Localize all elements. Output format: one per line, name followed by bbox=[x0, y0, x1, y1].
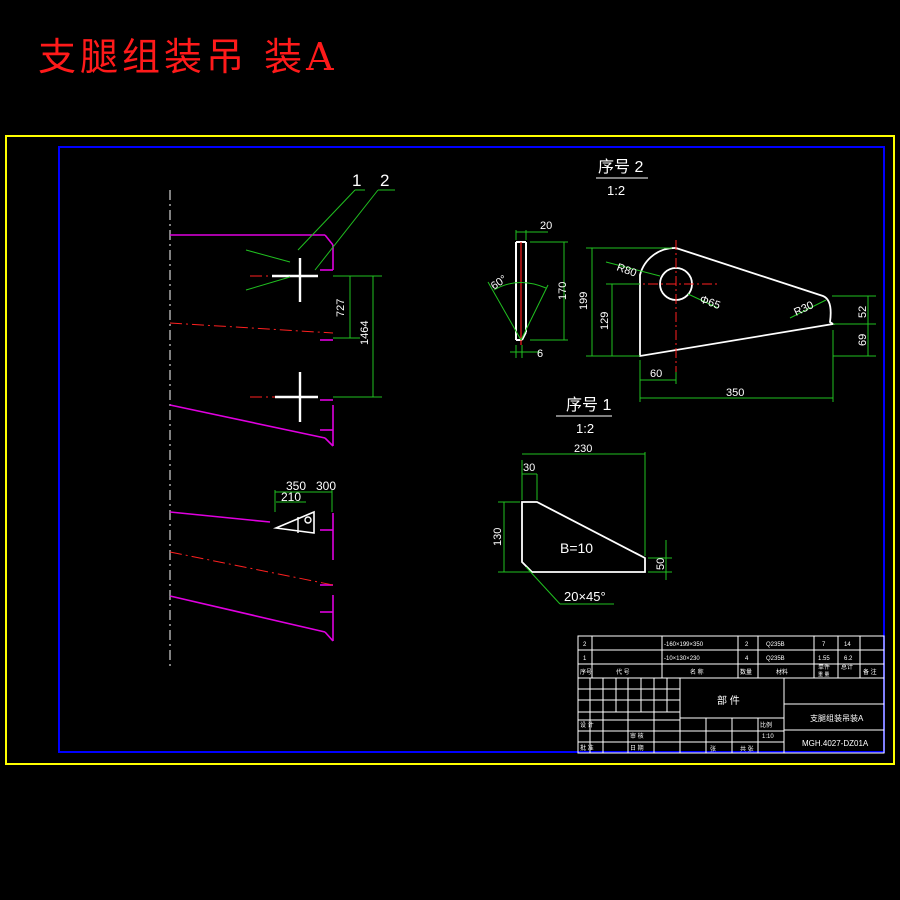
bom-header-code: 代 号 bbox=[616, 668, 630, 676]
bom-row-2-no: 2 bbox=[583, 642, 587, 648]
title-block-part: 部 件 bbox=[717, 694, 740, 707]
title-block-check: 审 核 bbox=[630, 732, 644, 740]
part1-dim-50: 50 bbox=[655, 558, 667, 570]
outer-frame bbox=[5, 135, 895, 765]
part2-dim-r80: R80 bbox=[615, 262, 638, 280]
title-block-drawing-name: 支腿组装吊装A bbox=[810, 713, 864, 723]
part2-dim-6: 6 bbox=[537, 348, 543, 360]
part1-dim-230: 230 bbox=[574, 443, 592, 455]
part2-dim-20: 20 bbox=[540, 220, 552, 232]
bom-row-1-desc: -10×130×230 bbox=[664, 656, 700, 662]
bom-header-name: 名 称 bbox=[690, 668, 704, 676]
bom-row-2-mat: Q235B bbox=[766, 642, 785, 648]
dim-210: 210 bbox=[281, 490, 301, 504]
part2-dim-129: 129 bbox=[599, 312, 611, 330]
inner-frame bbox=[58, 146, 885, 753]
part2-dim-d65: Φ65 bbox=[698, 294, 722, 312]
part2-dim-199: 199 bbox=[578, 292, 590, 310]
red-center-lines bbox=[169, 275, 334, 586]
bom-row-2-w2: 14 bbox=[844, 642, 851, 648]
bom-header-weight: 重 量 bbox=[818, 671, 829, 678]
balloon-1: 1 bbox=[352, 171, 361, 190]
bom-row-1-qty: 4 bbox=[745, 656, 749, 662]
part1-dim-130: 130 bbox=[492, 528, 504, 546]
bom-row-1-no: 1 bbox=[583, 656, 587, 662]
bom-row-1-mat: Q235B bbox=[766, 656, 785, 662]
part2-side-view: 20 170 60° 6 bbox=[487, 220, 569, 360]
title-block-scale-label: 比例 bbox=[760, 721, 772, 729]
part2-scale: 1:2 bbox=[607, 183, 625, 198]
part2-dim-69: 69 bbox=[857, 334, 869, 346]
magenta-profiles bbox=[169, 234, 334, 642]
part2-label: 序号 2 bbox=[598, 158, 643, 176]
bom-row-2-desc: -160×199×350 bbox=[664, 642, 704, 648]
bom-row-2-w1: 7 bbox=[822, 642, 826, 648]
part1-label: 序号 1 bbox=[566, 396, 611, 414]
part2-front-view: 199 129 R80 Φ65 R30 52 69 60 350 bbox=[578, 240, 876, 402]
part1-dim-30: 30 bbox=[523, 462, 535, 474]
bom-header-total: 总计 bbox=[841, 663, 853, 671]
bom-row-1-w1: 1.55 bbox=[818, 656, 830, 662]
bom-header-note: 备 注 bbox=[863, 668, 877, 676]
bom-row-2-qty: 2 bbox=[745, 642, 749, 648]
dim-727: 727 bbox=[335, 299, 347, 317]
part2-dim-r30: R30 bbox=[792, 299, 815, 318]
title-block-scale-value: 1:10 bbox=[762, 734, 774, 740]
bom-header-mat: 材料 bbox=[776, 668, 788, 676]
title-block-design: 设 计 bbox=[580, 721, 594, 729]
part2-dim-350: 350 bbox=[726, 387, 744, 399]
main-view-lug bbox=[272, 510, 315, 534]
bom-header-no: 序号 bbox=[580, 668, 592, 676]
part2-dim-170: 170 bbox=[557, 282, 569, 300]
drawing-title: 支腿组装吊 装A bbox=[38, 35, 338, 79]
bom-header-qty: 数量 bbox=[740, 668, 752, 676]
bom-row-1-w2: 6.2 bbox=[844, 656, 853, 662]
part1-plate-thickness: B=10 bbox=[560, 540, 593, 556]
dim-300: 300 bbox=[316, 479, 336, 493]
title-block: 2 -160×199×350 2 Q235B 7 14 1 -10×130×23… bbox=[577, 635, 885, 754]
dim-350: 350 bbox=[286, 479, 306, 493]
dim-1464: 1464 bbox=[359, 321, 371, 345]
title-block-sheet-of: 共 张 bbox=[740, 745, 754, 753]
bom-header-single: 单件 bbox=[818, 663, 830, 671]
part2-dim-52: 52 bbox=[857, 306, 869, 318]
title-block-date: 日 期 bbox=[630, 744, 644, 752]
lug-marker-upper bbox=[272, 258, 318, 302]
title-block-drawing-number: MGH.4027-DZ01A bbox=[802, 739, 869, 748]
part2-views: 序号 2 1:2 2 bbox=[487, 158, 876, 402]
balloon-2: 2 bbox=[380, 171, 389, 190]
part1-scale: 1:2 bbox=[576, 421, 594, 436]
part1-view: 序号 1 1:2 230 30 130 50 B=10 20×45° bbox=[492, 396, 672, 605]
title-block-approve: 批 准 bbox=[580, 744, 594, 752]
main-view: 1 2 727 1464 350 210 300 bbox=[169, 171, 395, 670]
part2-dim-60: 60 bbox=[650, 368, 662, 380]
lug-marker-lower bbox=[275, 372, 318, 422]
part1-chamfer: 20×45° bbox=[564, 589, 606, 604]
title-block-sheet: 张 bbox=[710, 745, 716, 753]
